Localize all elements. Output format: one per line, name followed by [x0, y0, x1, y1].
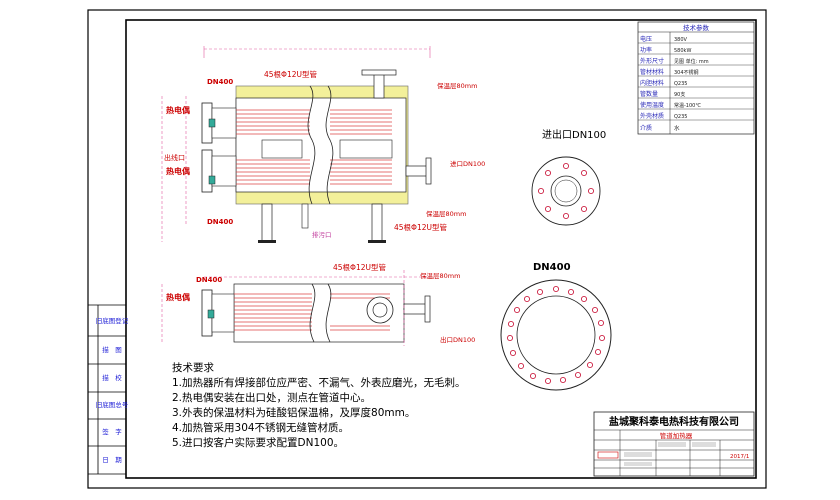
note-item-4: 5.进口按客户实际要求配置DN100。 — [172, 437, 344, 449]
param-key-8: 介质 — [640, 124, 652, 132]
strip-item-4: 签 字 — [102, 427, 122, 436]
param-key-2: 外形尺寸 — [640, 57, 664, 65]
label-dn400-mid: DN400 — [207, 218, 233, 226]
dn100-flange: 进出口DN100 — [531, 128, 606, 226]
param-key-4: 内胆材料 — [640, 79, 664, 87]
strip-item-0: 旧底图登记 — [96, 316, 129, 325]
param-key-7: 外壳材质 — [640, 112, 664, 120]
param-key-0: 电压 — [640, 35, 652, 43]
label-insulation-mid: 保温层80mm — [426, 209, 466, 218]
param-key-1: 功率 — [640, 46, 652, 54]
label-inlet-dn100: 进口DN100 — [450, 160, 485, 168]
param-val-3: 304不锈钢 — [674, 69, 699, 76]
tech-params-table: 技术参数 电压 380V 功率 580kW 外形尺寸 见图 单位: mm 管材材… — [637, 21, 755, 135]
label-outlet-dn100: 出口DN100 — [440, 335, 475, 344]
param-val-5: 90支 — [674, 91, 685, 98]
param-key-3: 管材材料 — [640, 68, 664, 76]
param-key-5: 管数量 — [640, 90, 658, 98]
label-thermocouple-3: 热电偶 — [166, 292, 190, 302]
drawing-date: 2017/1 — [730, 454, 749, 460]
label-thermocouple-2: 热电偶 — [166, 166, 190, 176]
param-val-8: 水 — [674, 124, 680, 132]
note-item-3: 4.加热管采用304不锈钢无缝管材质。 — [172, 422, 350, 434]
label-dn400-bottom: DN400 — [196, 276, 222, 284]
left-strip: 旧底图登记 描 图 描 校 旧底图总号 签 字 日 期 — [88, 304, 129, 475]
label-drain: 排污口 — [312, 230, 332, 239]
param-val-6: 常温-100℃ — [674, 102, 701, 109]
dn400-flange: DN400 — [500, 262, 612, 391]
drawing-name: 管道加热器 — [660, 431, 693, 440]
param-val-7: Q235 — [674, 114, 687, 120]
param-val-2: 见图 单位: mm — [674, 58, 709, 65]
param-val-0: 380V — [674, 37, 688, 43]
param-val-1: 580kW — [674, 48, 691, 54]
tech-params-title: 技术参数 — [683, 23, 710, 32]
note-item-2: 3.外表的保温材料为硅酸铝保温棉，及厚度80mm。 — [172, 407, 416, 419]
label-tube-spec-top: 45根Φ12U型管 — [264, 69, 317, 79]
title-block: 盐城聚科泰电热科技有限公司 管道加热器 2017/1 — [593, 411, 755, 477]
strip-item-1: 描 图 — [102, 345, 122, 354]
dn100-flange-title: 进出口DN100 — [542, 128, 606, 141]
label-dn400-top: DN400 — [207, 78, 233, 86]
label-thermocouple-1: 热电偶 — [166, 105, 190, 115]
label-insulation-bottom: 保温层80mm — [420, 271, 460, 280]
note-item-1: 2.热电偶安装在出口处，测点在管道中心。 — [172, 392, 372, 404]
inner-frame — [125, 19, 757, 479]
outer-frame — [87, 9, 767, 489]
param-key-6: 使用温度 — [640, 101, 664, 109]
heater-front-view: DN400 45根Φ12U型管 保温层80mm 热电偶 出线口 热电偶 进口DN… — [161, 46, 485, 243]
note-item-0: 1.加热器所有焊接部位应严密、不漏气、外表应磨光，无毛刺。 — [172, 377, 466, 389]
param-val-4: Q235 — [674, 81, 687, 87]
strip-item-3: 旧底图总号 — [96, 400, 129, 409]
notes-title: 技术要求 — [172, 362, 214, 374]
label-tube-spec-mid: 45根Φ12U型管 — [394, 222, 447, 232]
label-outlet: 出线口 — [164, 153, 185, 162]
label-insulation-top: 保温层80mm — [437, 81, 477, 90]
heater-plan-view: DN400 45根Φ12U型管 保温层80mm 热电偶 出口DN100 — [161, 262, 475, 346]
strip-item-5: 日 期 — [102, 456, 122, 464]
strip-item-2: 描 校 — [102, 373, 122, 382]
company-name: 盐城聚科泰电热科技有限公司 — [609, 415, 739, 428]
label-tube-spec-bottom: 45根Φ12U型管 — [333, 262, 386, 272]
dn400-flange-title: DN400 — [533, 262, 571, 273]
